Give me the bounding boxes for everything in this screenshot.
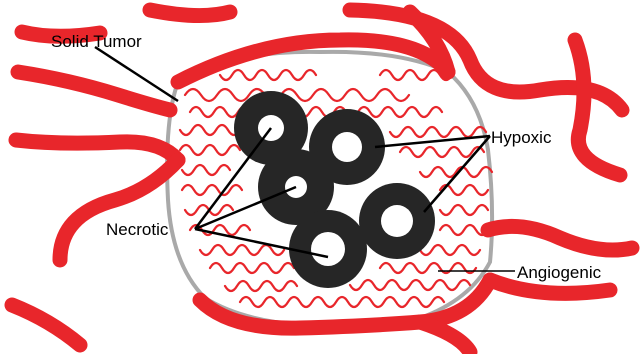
vessel-right-lower [488, 226, 632, 250]
vessel-left-upper [18, 72, 170, 110]
vessel-right-bottom [490, 280, 610, 293]
vessel-bottom-left [12, 305, 80, 345]
cell-core-5 [311, 232, 345, 266]
label-solid-tumor: Solid Tumor [51, 33, 142, 50]
vessel-bottom-mid [420, 322, 470, 352]
label-necrotic: Necrotic [106, 221, 168, 238]
cell-core-1 [258, 115, 284, 141]
vessel-arc-top [150, 10, 230, 16]
vessel-left-mid [16, 140, 178, 160]
cell-core-2 [332, 132, 362, 162]
cell-core-4 [381, 205, 413, 237]
label-angiogenic: Angiogenic [517, 264, 601, 281]
vessel-left-lower [60, 160, 178, 260]
label-hypoxic: Hypoxic [491, 129, 551, 146]
